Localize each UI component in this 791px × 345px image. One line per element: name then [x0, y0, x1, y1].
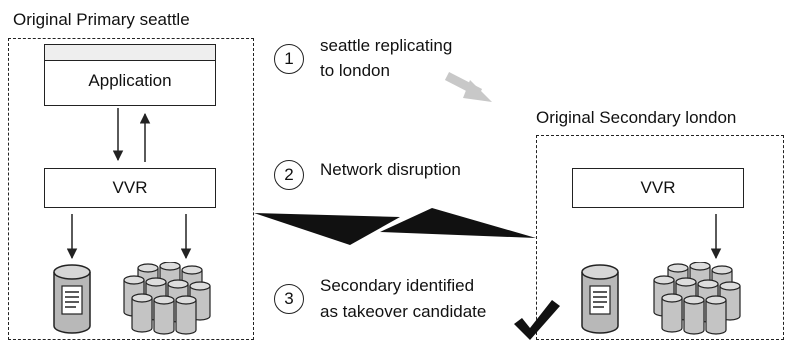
checkmark-icon	[514, 300, 560, 340]
step-1-number: 1	[274, 44, 304, 74]
replication-arrow-icon	[444, 71, 492, 102]
step-3-number: 3	[274, 284, 304, 314]
secondary-database-cluster-icon	[653, 262, 741, 335]
secondary-title: Original Secondary london	[536, 108, 737, 127]
application-header-strip	[45, 45, 215, 61]
primary-site-boundary	[8, 38, 254, 340]
primary-vvr-box: VVR	[44, 168, 216, 208]
step-1-text-line1: seattle replicating	[320, 36, 453, 55]
primary-title: Original Primary seattle	[13, 10, 190, 29]
network-break-icon	[254, 208, 536, 245]
step-2-number: 2	[274, 160, 304, 190]
secondary-vvr-label: VVR	[640, 178, 676, 197]
step-3-text-line1: Secondary identified	[320, 276, 475, 295]
step-2-text: Network disruption	[320, 160, 461, 179]
document-database-icon	[53, 264, 91, 334]
primary-vvr-label: VVR	[112, 178, 148, 197]
secondary-vvr-box: VVR	[572, 168, 744, 208]
database-cluster-icon	[123, 262, 211, 335]
application-label: Application	[88, 71, 172, 90]
step-3-text-line2: as takeover candidate	[320, 302, 487, 321]
step-1-text-line2: to london	[320, 61, 390, 80]
application-box: Application	[44, 44, 216, 106]
secondary-site-boundary	[536, 135, 784, 340]
secondary-document-database-icon	[581, 264, 619, 334]
